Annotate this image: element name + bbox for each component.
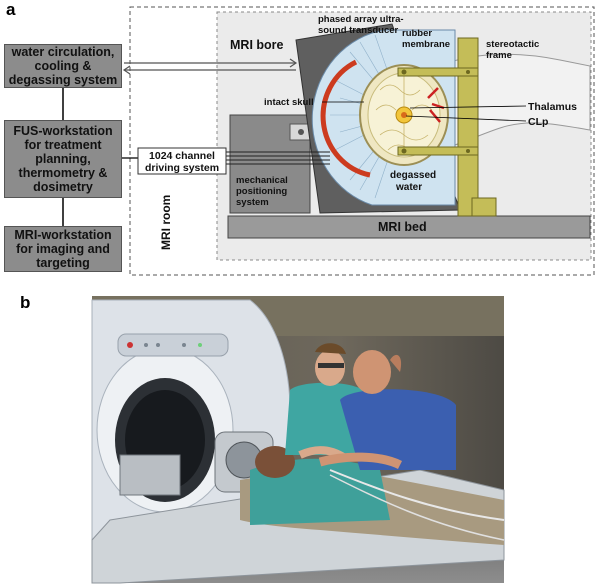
mri-workstation-box: MRI-workstation for imaging and targetin…	[4, 226, 122, 272]
rubber-membrane-label: membrane	[402, 39, 450, 50]
mechanical-positioning-label: mechanical	[236, 175, 288, 186]
mri-bed	[227, 215, 591, 239]
driving-system-box	[137, 147, 227, 175]
mri-room-border	[129, 6, 595, 276]
clp-label: CLp	[528, 116, 548, 128]
mri-bore-label: MRI bore	[230, 38, 284, 52]
degassed-water-label: degassed	[390, 170, 436, 181]
water-circulation-box: water circulation, cooling & degassing s…	[4, 44, 122, 88]
clp-target	[401, 112, 407, 118]
treatment-photo	[91, 296, 505, 584]
mechanical-positioning-label: system	[236, 197, 269, 208]
driving-system-label: 1024 channel	[149, 150, 215, 162]
frame-bar-top	[397, 67, 479, 77]
intact-skull-label: intact skull	[264, 97, 314, 108]
transducer-label: sound transducer	[318, 25, 399, 36]
rubber-membrane-label: rubber	[402, 28, 432, 39]
stereotactic-frame-post	[457, 37, 479, 217]
panel-letter-b: b	[20, 293, 31, 312]
mechanical-positioning-label: positioning	[236, 186, 287, 197]
stereotactic-label: frame	[486, 50, 512, 61]
degassed-water-label: water	[395, 182, 422, 193]
transducer-label: phased array ultra-	[318, 14, 404, 25]
water-flow-arrows	[122, 58, 298, 75]
rubber-membrane	[320, 59, 371, 178]
thalamus-label: Thalamus	[528, 101, 577, 113]
fus-workstation-box: FUS-workstation for treatment planning, …	[4, 120, 122, 198]
stereotactic-label: stereotactic	[486, 39, 539, 50]
driving-system-label: driving system	[145, 162, 219, 174]
panel-letter-a: a	[6, 0, 16, 19]
mri-bed-label: MRI bed	[378, 220, 427, 234]
mri-room-label: MRI room	[159, 195, 173, 250]
frame-bar-bottom	[397, 146, 479, 156]
channel-cable	[225, 151, 330, 165]
